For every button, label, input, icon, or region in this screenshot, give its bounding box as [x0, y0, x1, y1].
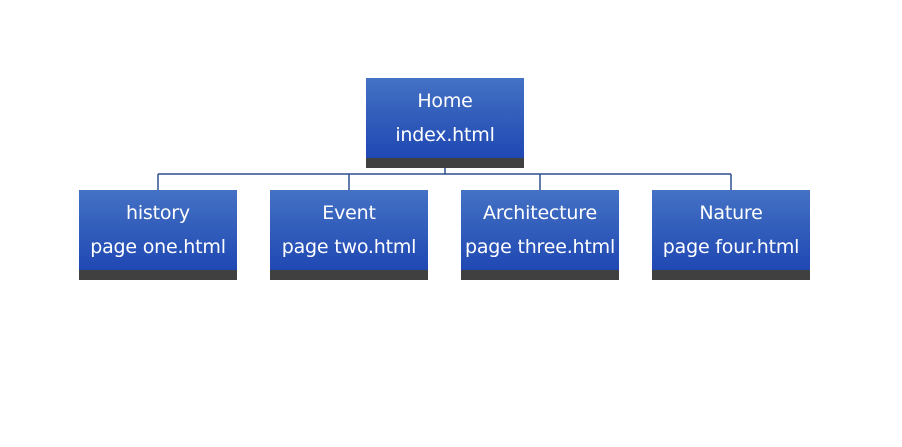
node-nature-footer: [652, 270, 810, 280]
node-event-footer: [270, 270, 428, 280]
node-event-title: Event: [322, 202, 376, 224]
node-nature: Nature page four.html: [652, 190, 810, 280]
node-history-title: history: [126, 202, 190, 224]
node-history-footer: [79, 270, 237, 280]
node-nature-title: Nature: [699, 202, 763, 224]
node-architecture-file: page three.html: [464, 236, 616, 258]
node-home-footer: [366, 158, 524, 168]
node-architecture-footer: [461, 270, 619, 280]
node-nature-body: Nature page four.html: [652, 190, 810, 270]
node-history: history page one.html: [79, 190, 237, 280]
node-event-file: page two.html: [281, 236, 417, 258]
node-architecture: Architecture page three.html: [461, 190, 619, 280]
node-home-file: index.html: [395, 124, 495, 146]
node-event-body: Event page two.html: [270, 190, 428, 270]
node-architecture-title: Architecture: [483, 202, 597, 224]
node-event: Event page two.html: [270, 190, 428, 280]
node-home: Home index.html: [366, 78, 524, 168]
node-architecture-body: Architecture page three.html: [461, 190, 619, 270]
node-nature-file: page four.html: [662, 236, 800, 258]
node-history-file: page one.html: [90, 236, 226, 258]
node-home-body: Home index.html: [366, 78, 524, 158]
node-home-title: Home: [417, 90, 473, 112]
node-history-body: history page one.html: [79, 190, 237, 270]
